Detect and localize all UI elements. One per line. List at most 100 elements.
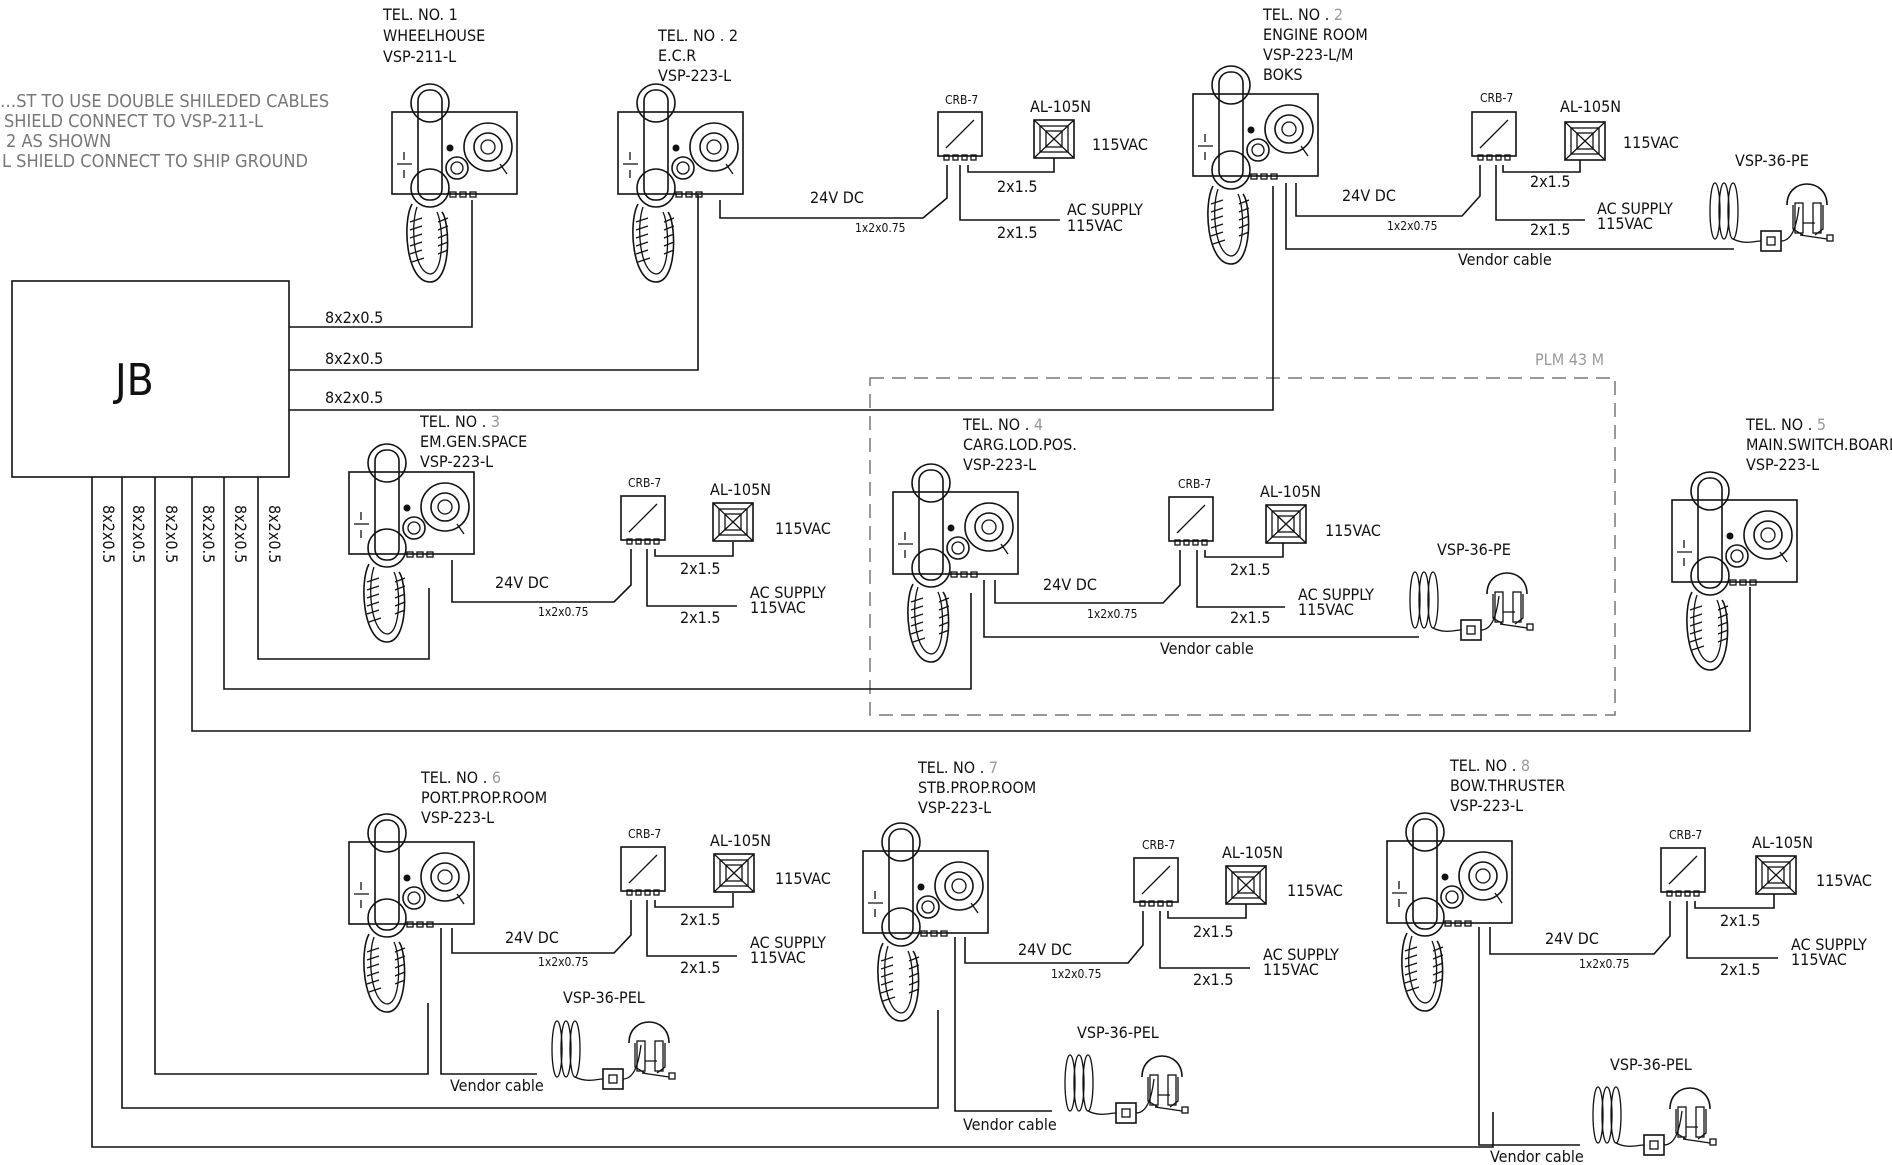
- cable-label-v4: 8x2x0.5: [199, 505, 218, 563]
- tel7-power-cable-2: 2x1.5: [1193, 970, 1234, 989]
- tel7-number: TEL. NO . 7: [917, 758, 998, 777]
- tel6-power-cable-2: 2x1.5: [680, 958, 721, 977]
- telephone-station-7: TEL. NO . 7 STB.PROP.ROOM VSP-223-L CRB-…: [862, 758, 1343, 1134]
- tel6-alarm-icon: [713, 853, 755, 893]
- cable-label-jb-tel2: 8x2x0.5: [325, 349, 383, 368]
- tel2b-alarm-icon: [1564, 121, 1606, 161]
- tel6-vendor-cable: Vendor cable: [450, 1076, 544, 1095]
- tel2b-power-cable-2: 2x1.5: [1530, 220, 1571, 239]
- tel8-handset-icon: [1386, 812, 1513, 1012]
- tel6-alarm-label: AL-105N: [710, 831, 771, 850]
- tel2-alarm-label: AL-105N: [1030, 97, 1091, 116]
- tel6-location: PORT.PROP.ROOM: [421, 788, 547, 807]
- tel3-alarm-voltage: 115VAC: [775, 519, 831, 538]
- telephone-station-1: TEL. NO. 1 WHEELHOUSE VSP-211-L: [382, 5, 518, 283]
- tel5-location: MAIN.SWITCH.BOARD: [1746, 435, 1892, 454]
- telephone-station-engine-room: TEL. NO . 2 ENGINE ROOM VSP-223-L/M BOKS…: [1192, 5, 1834, 269]
- tel4-dc-label: 24V DC: [1043, 575, 1097, 594]
- installation-notes: …ST TO USE DOUBLE SHILEDED CABLES SHIELD…: [0, 91, 329, 172]
- tel7-ac-supply: AC SUPPLY: [1263, 945, 1339, 964]
- tel4-number: TEL. NO . 4: [962, 415, 1043, 434]
- tel7-location: STB.PROP.ROOM: [918, 778, 1036, 797]
- cable-label-v6: 8x2x0.5: [265, 505, 284, 563]
- tel7-alarm-label: AL-105N: [1222, 843, 1283, 862]
- tel2-power-cable-2: 2x1.5: [997, 223, 1038, 242]
- tel3-handset-icon: [348, 443, 475, 643]
- telephone-station-8: TEL. NO . 8 BOW.THRUSTER VSP-223-L CRB-7…: [1386, 756, 1872, 1165]
- tel2-handset-icon: [617, 83, 744, 283]
- tel7-alarm-icon: [1225, 865, 1267, 905]
- tel5-number: TEL. NO . 5: [1745, 415, 1826, 434]
- telephone-station-2: TEL. NO . 2 E.C.R VSP-223-L CRB-7 AL-105…: [617, 26, 1148, 283]
- tel3-power-cable-2: 2x1.5: [680, 608, 721, 627]
- tel6-headset-icon: [551, 1020, 676, 1090]
- tel2-ac-voltage: 115VAC: [1067, 216, 1123, 235]
- tel2-power-cable-1: 2x1.5: [997, 177, 1038, 196]
- tel8-headset-icon: [1592, 1086, 1717, 1156]
- tel2-dc-label: 24V DC: [810, 188, 864, 207]
- tel4-ac-voltage: 115VAC: [1298, 600, 1354, 619]
- note-line-3: 2 AS SHOWN: [6, 131, 111, 152]
- tel8-alarm-icon: [1755, 855, 1797, 895]
- tel7-relay-label: CRB-7: [1142, 838, 1175, 852]
- tel6-handset-icon: [348, 813, 475, 1013]
- cable-label-v1: 8x2x0.5: [99, 505, 118, 563]
- main-cables: 8x2x0.5 8x2x0.5 8x2x0.5 8x2x0.5 8x2x0.5 …: [91, 186, 1751, 1148]
- tel4-relay-icon: [1168, 496, 1214, 546]
- tel2b-relay-icon: [1471, 111, 1517, 161]
- tel3-relay-label: CRB-7: [628, 476, 661, 490]
- tel3-model: VSP-223-L: [420, 452, 493, 471]
- tel2b-location: ENGINE ROOM: [1263, 25, 1368, 44]
- tel3-alarm-label: AL-105N: [710, 480, 771, 499]
- tel8-location: BOW.THRUSTER: [1450, 776, 1565, 795]
- tel2b-handset-icon: [1192, 65, 1319, 265]
- tel4-vendor-cable: Vendor cable: [1160, 639, 1254, 658]
- tel4-headset-icon: [1409, 571, 1534, 641]
- tel1-location: WHEELHOUSE: [383, 26, 485, 45]
- tel7-headset-icon: [1064, 1054, 1189, 1124]
- tel7-ac-voltage: 115VAC: [1263, 960, 1319, 979]
- tel6-dc-label: 24V DC: [505, 928, 559, 947]
- telephone-station-3: TEL. NO . 3 EM.GEN.SPACE VSP-223-L CRB-7…: [348, 412, 831, 643]
- tel1-number: TEL. NO. 1: [382, 5, 458, 24]
- tel6-number: TEL. NO . 6: [420, 768, 501, 787]
- tel7-power-cable-1: 2x1.5: [1193, 922, 1234, 941]
- tel6-alarm-voltage: 115VAC: [775, 869, 831, 888]
- tel8-alarm-voltage: 115VAC: [1816, 871, 1872, 890]
- tel6-ac-voltage: 115VAC: [750, 948, 806, 967]
- tel2b-alarm-label: AL-105N: [1560, 97, 1621, 116]
- tel2-relay-icon: [937, 111, 983, 161]
- tel7-handset-icon: [862, 822, 989, 1022]
- tel8-signal-cable: 1x2x0.75: [1579, 957, 1630, 971]
- tel2b-ac-voltage: 115VAC: [1597, 214, 1653, 233]
- tel2b-dc-label: 24V DC: [1342, 186, 1396, 205]
- tel6-ac-supply: AC SUPPLY: [750, 933, 826, 952]
- tel3-number: TEL. NO . 3: [419, 412, 500, 431]
- tel8-power-cable-2: 2x1.5: [1720, 960, 1761, 979]
- tel2-location: E.C.R: [658, 46, 696, 65]
- junction-box-label: JB: [112, 355, 154, 406]
- tel2-relay-label: CRB-7: [945, 93, 978, 107]
- tel6-signal-cable: 1x2x0.75: [538, 955, 589, 969]
- tel4-model: VSP-223-L: [963, 455, 1036, 474]
- tel8-ac-voltage: 115VAC: [1791, 950, 1847, 969]
- tel2b-extra: BOKS: [1263, 65, 1303, 84]
- note-line-2: SHIELD CONNECT TO VSP-211-L: [4, 111, 263, 132]
- tel2-ac-supply: AC SUPPLY: [1067, 200, 1143, 219]
- tel8-headset-label: VSP-36-PEL: [1610, 1055, 1692, 1074]
- tel8-ac-supply: AC SUPPLY: [1791, 935, 1867, 954]
- cable-label-v2: 8x2x0.5: [129, 505, 148, 563]
- tel7-signal-cable: 1x2x0.75: [1051, 967, 1102, 981]
- tel4-alarm-icon: [1265, 504, 1307, 544]
- tel3-ac-supply: AC SUPPLY: [750, 583, 826, 602]
- tel2b-ac-supply: AC SUPPLY: [1597, 199, 1673, 218]
- tel6-relay-label: CRB-7: [628, 827, 661, 841]
- tel7-dc-label: 24V DC: [1018, 940, 1072, 959]
- tel4-handset-icon: [892, 463, 1019, 663]
- tel4-alarm-label: AL-105N: [1260, 482, 1321, 501]
- tel7-model: VSP-223-L: [918, 798, 991, 817]
- tel6-model: VSP-223-L: [421, 808, 494, 827]
- tel2b-headset-icon: [1709, 182, 1834, 252]
- tel2b-model: VSP-223-L/M: [1263, 45, 1353, 64]
